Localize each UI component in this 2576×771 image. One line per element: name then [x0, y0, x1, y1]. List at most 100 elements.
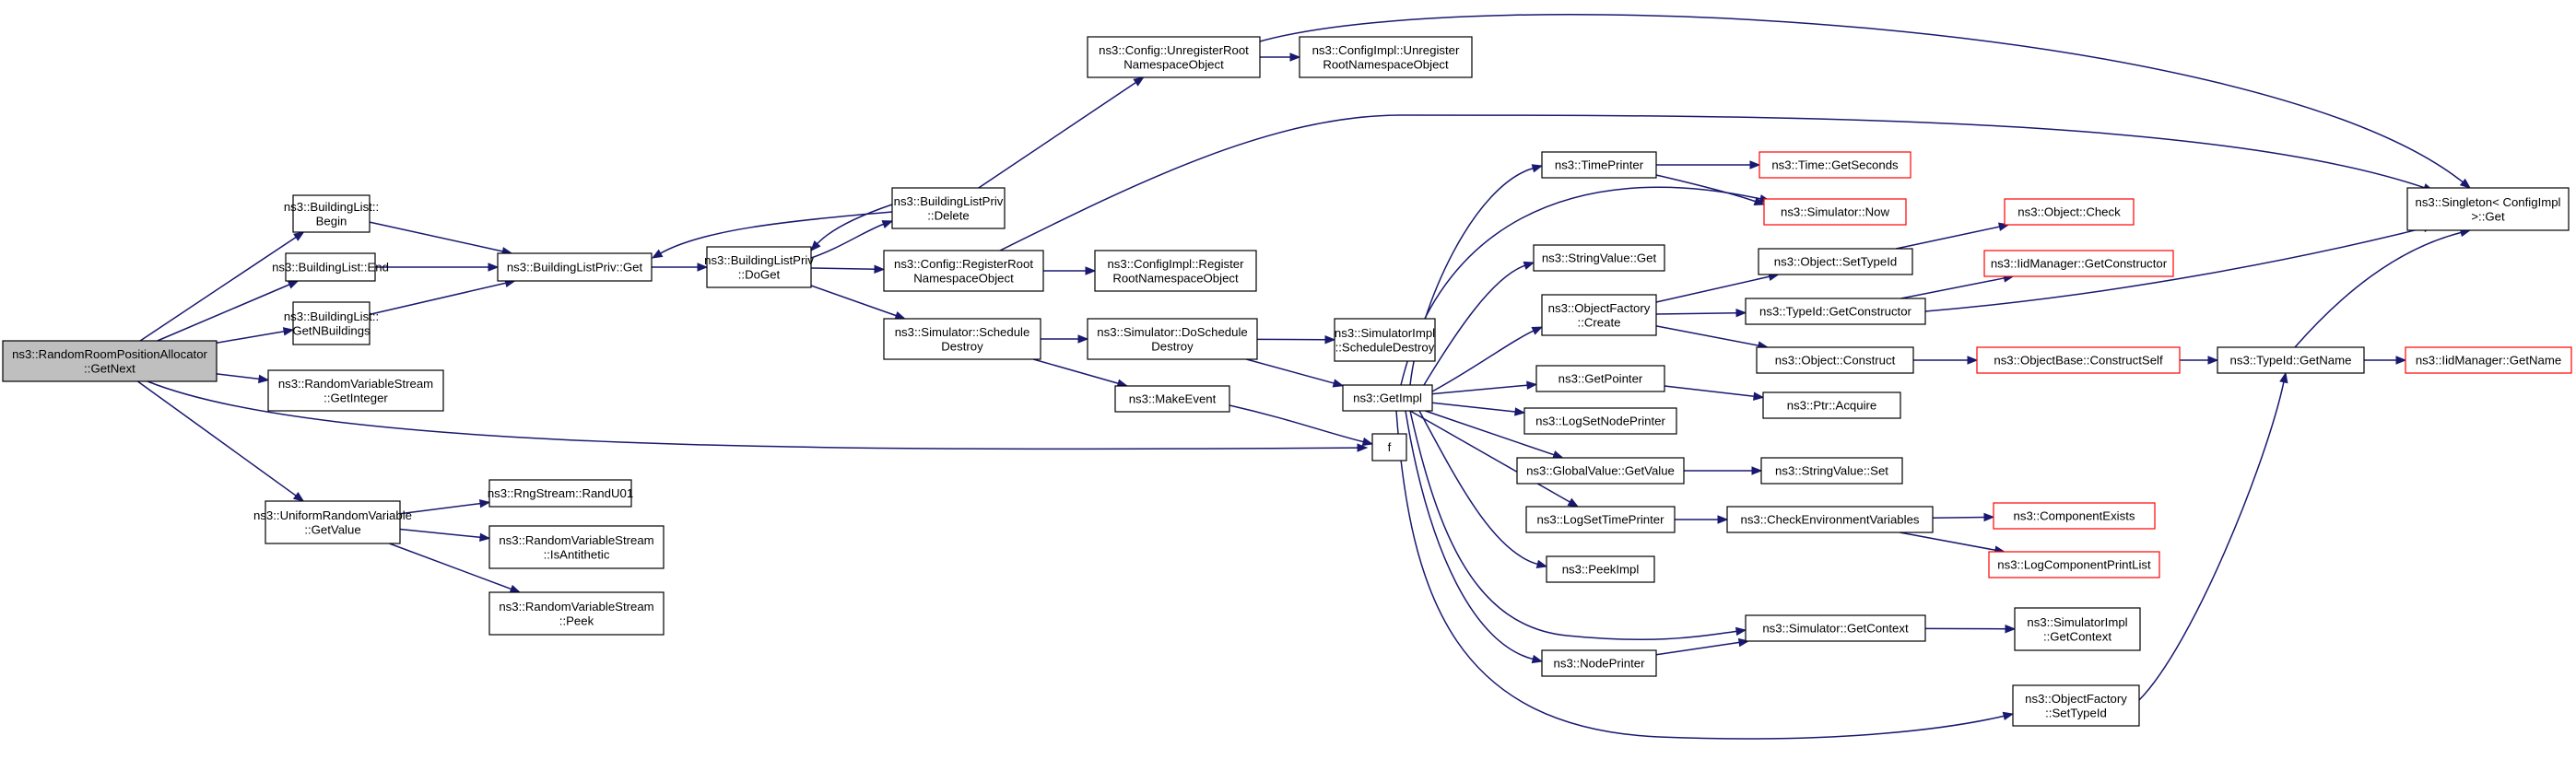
edge-root-to-rvs_getint: [216, 373, 270, 384]
edge-arrowhead: [1535, 559, 1548, 568]
node-box: [1976, 346, 2181, 374]
node-label-line: ns3::Time::GetSeconds: [1771, 158, 1899, 172]
node-label-line: ::SetTypeId: [2045, 706, 2107, 719]
node-object-check[interactable]: ns3::Object::Check: [2004, 198, 2135, 226]
node-makeevent[interactable]: ns3::MakeEvent: [1114, 385, 1230, 413]
node-box: [1993, 502, 2156, 530]
node-timeprinter[interactable]: ns3::TimePrinter: [1541, 151, 1657, 179]
node-stringvalue-set[interactable]: ns3::StringValue::Set: [1760, 457, 1903, 485]
edge-objfactory_settypeid-to-typeid_getname: [2138, 371, 2288, 701]
edge-arrowhead: [292, 492, 305, 502]
node-objfactory-settypeid[interactable]: ns3::ObjectFactory::SetTypeId: [2012, 684, 2140, 727]
node-label-line: ns3::LogSetNodePrinter: [1535, 415, 1665, 428]
edge-arrowhead: [2395, 356, 2407, 365]
node-iidmgr-getname[interactable]: ns3::IidManager::GetName: [2405, 346, 2572, 374]
node-label-line: ::ScheduleDestroy: [1335, 340, 1435, 354]
node-blp-get[interactable]: ns3::BuildingListPriv::Get: [497, 252, 653, 282]
node-box: [1760, 457, 1903, 485]
node-object-construct[interactable]: ns3::Object::Construct: [1756, 346, 1914, 374]
node-cfgimpl-unreg[interactable]: ns3::ConfigImpl::UnregisterRootNamespace…: [1299, 36, 1473, 78]
edge-line: [1655, 641, 1741, 656]
edge-arrowhead: [1324, 334, 1336, 345]
edges-layer: [136, 14, 2472, 740]
node-root[interactable]: ns3::RandomRoomPositionAllocator::GetNex…: [2, 340, 218, 382]
node-checkenvvars[interactable]: ns3::CheckEnvironmentVariables: [1726, 506, 1934, 533]
edge-line: [369, 282, 507, 316]
node-box: [1988, 551, 2160, 578]
node-getpointer[interactable]: ns3::GetPointer: [1535, 365, 1665, 392]
edge-line: [1405, 410, 1535, 660]
node-sim-schedDestroy[interactable]: ns3::Simulator::ScheduleDestroy: [883, 318, 1041, 360]
edge-blp_get-to-blp_doget: [652, 263, 709, 272]
node-rng-randu01[interactable]: ns3::RngStream::RandU01: [488, 479, 633, 508]
edge-sim_doSchedDestroy-to-getimpl: [1246, 358, 1345, 388]
node-box: [1525, 506, 1676, 533]
node-globalvalue-getvalue[interactable]: ns3::GlobalValue::GetValue: [1516, 457, 1685, 485]
node-cfg-unreg[interactable]: ns3::Config::UnregisterRootNamespaceObje…: [1087, 36, 1261, 78]
edge-arrowhead: [2279, 371, 2288, 384]
node-label-line: ns3::GlobalValue::GetValue: [1526, 464, 1675, 478]
node-object-settypeid[interactable]: ns3::Object::SetTypeId: [1758, 248, 1913, 275]
node-label-line: GetNBuildings: [292, 323, 371, 337]
node-bl-getn[interactable]: ns3::BuildingList::GetNBuildings: [284, 301, 379, 345]
node-cfgimpl-reg[interactable]: ns3::ConfigImpl::RegisterRootNamespaceOb…: [1094, 250, 1257, 292]
node-rvs-peek[interactable]: ns3::RandomVariableStream::Peek: [488, 591, 665, 636]
edge-getimpl-to-logsettimeprinter: [1409, 410, 1580, 508]
node-sim-getcontext[interactable]: ns3::Simulator::GetContext: [1745, 614, 1926, 642]
edge-line: [1425, 410, 1556, 456]
node-label-line: ns3::SimulatorImpl: [1335, 326, 1435, 340]
node-blp-delete[interactable]: ns3::BuildingListPriv::Delete: [891, 187, 1006, 229]
edge-bl_end-to-blp_get: [375, 263, 500, 272]
node-getimpl[interactable]: ns3::GetImpl: [1342, 384, 1433, 412]
node-logsettimeprinter[interactable]: ns3::LogSetTimePrinter: [1525, 506, 1676, 533]
node-objbase-constructself[interactable]: ns3::ObjectBase::ConstructSelf: [1976, 346, 2181, 374]
node-sim-now[interactable]: ns3::Simulator::Now: [1763, 198, 1907, 226]
node-simimpl-getcontext[interactable]: ns3::SimulatorImpl::GetContext: [2014, 607, 2141, 651]
node-logcomponentprintlist[interactable]: ns3::LogComponentPrintList: [1988, 551, 2160, 578]
edge-arrowhead: [1085, 266, 1097, 275]
node-componentexists[interactable]: ns3::ComponentExists: [1993, 502, 2156, 530]
node-f[interactable]: f: [1371, 433, 1407, 461]
edge-line: [999, 114, 2426, 251]
node-ptr-acquire[interactable]: ns3::Ptr::Acquire: [1762, 391, 1901, 419]
node-rvs-getint[interactable]: ns3::RandomVariableStream::GetInteger: [267, 369, 444, 412]
edge-root-to-urv_getvalue: [136, 380, 305, 502]
node-singleton-get[interactable]: ns3::Singleton< ConfigImpl>::Get: [2406, 187, 2570, 231]
node-label-line: ::GetNext: [84, 361, 135, 375]
node-label-line: ns3::CheckEnvironmentVariables: [1741, 513, 1920, 527]
edge-line: [136, 380, 298, 497]
node-objfactory-create[interactable]: ns3::ObjectFactory::Create: [1541, 294, 1657, 336]
edge-makeevent-to-f: [1229, 404, 1374, 447]
node-label-line: RootNamespaceObject: [1323, 57, 1449, 71]
node-rvs-isanti[interactable]: ns3::RandomVariableStream::IsAntithetic: [488, 525, 665, 569]
node-simimpl-schedDestroy[interactable]: ns3::SimulatorImpl::ScheduleDestroy: [1334, 318, 1436, 362]
node-time-getsec[interactable]: ns3::Time::GetSeconds: [1759, 151, 1911, 179]
node-label-line: ns3::LogComponentPrintList: [1997, 558, 2151, 572]
node-nodeprinter[interactable]: ns3::NodePrinter: [1541, 649, 1657, 677]
node-label-line: ns3::ConfigImpl::Register: [1107, 257, 1244, 271]
node-iidmgr-getctor[interactable]: ns3::IidManager::GetConstructor: [1983, 250, 2174, 277]
node-urv-getvalue[interactable]: ns3::UniformRandomVariable::GetValue: [253, 500, 412, 544]
edge-arrowhead: [1753, 391, 1765, 401]
edge-root-to-bl_getn: [216, 327, 295, 344]
node-label-line: ns3::Simulator::Now: [1781, 205, 1889, 219]
node-bl-end[interactable]: ns3::BuildingList::End: [272, 252, 389, 282]
node-logsetnodeprinter[interactable]: ns3::LogSetNodePrinter: [1523, 407, 1677, 435]
node-typeid-getname[interactable]: ns3::TypeId::GetName: [2217, 346, 2365, 374]
node-peekimpl[interactable]: ns3::PeekImpl: [1546, 555, 1655, 583]
node-box: [1533, 244, 1665, 272]
edge-typeid_getname-to-singleton_get: [2294, 228, 2472, 348]
node-blp-doget[interactable]: ns3::BuildingListPriv::DoGet: [704, 246, 814, 288]
edge-arrowhead: [1751, 466, 1763, 475]
edge-typeid_getctor-to-iidmgr_getctor: [1900, 274, 2015, 299]
node-bl-begin[interactable]: ns3::BuildingList::Begin: [284, 194, 379, 233]
node-typeid-getctor[interactable]: ns3::TypeId::GetConstructor: [1745, 298, 1926, 325]
node-label-line: ns3::ComponentExists: [2014, 509, 2135, 523]
node-box: [1756, 346, 1914, 374]
node-stringvalue-get[interactable]: ns3::StringValue::Get: [1533, 244, 1665, 272]
edge-line: [1423, 264, 1526, 386]
node-label-line: ns3::BuildingListPriv::Get: [507, 261, 643, 275]
node-label-line: ns3::PeekImpl: [1562, 563, 1640, 577]
